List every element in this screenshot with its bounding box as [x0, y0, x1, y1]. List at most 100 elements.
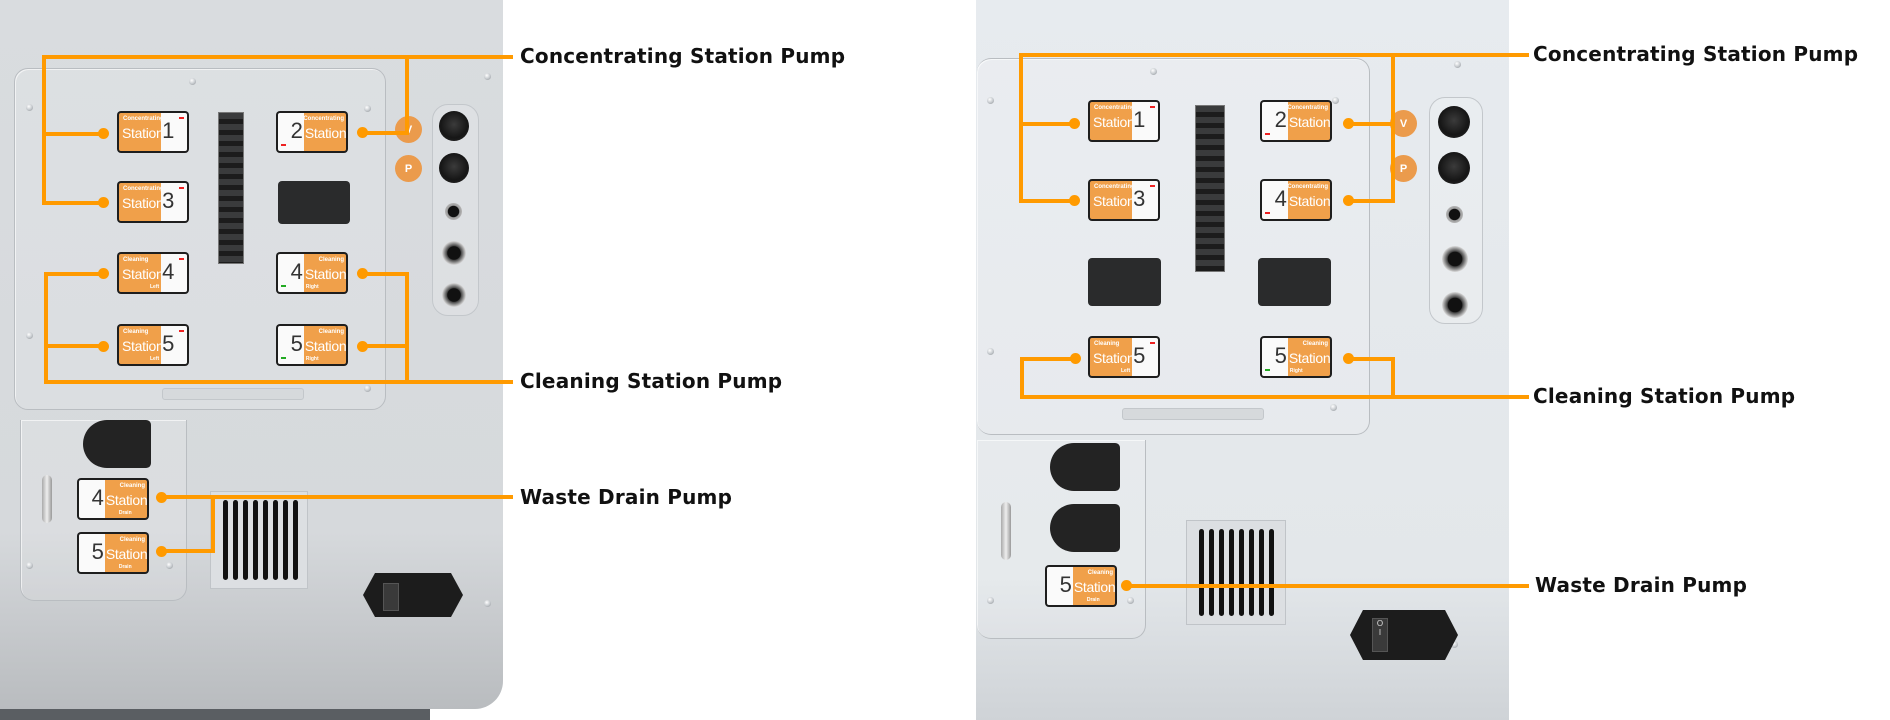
pump-number: 1 — [1133, 107, 1146, 132]
leader-line — [405, 55, 409, 135]
inlet-arrow-icon — [281, 357, 286, 359]
tubing-clamp — [1050, 504, 1120, 552]
leader-line — [44, 344, 104, 348]
pump-number: 2 — [1274, 107, 1287, 132]
pump-position-label: Drain — [118, 510, 132, 516]
leader-line — [42, 55, 46, 205]
tubing-clamp — [83, 420, 151, 468]
vent-slot — [283, 500, 288, 580]
sensor-port — [1446, 206, 1463, 223]
pump-station-label: Station — [1093, 114, 1135, 130]
screw — [26, 332, 33, 339]
pump-group-label: Cleaning — [123, 257, 149, 263]
leader-line — [160, 549, 215, 553]
pump-position-label: Drain — [118, 564, 132, 570]
pump-number: 4 — [91, 485, 104, 510]
vent-slot — [263, 500, 268, 580]
screw — [987, 348, 994, 355]
pump-label-white: 2 — [1262, 102, 1288, 140]
pump-number: 5 — [1059, 572, 1072, 597]
handle — [42, 475, 52, 523]
leader-node — [357, 341, 368, 352]
outlet-arrow-icon — [179, 187, 184, 189]
outlet-arrow-icon — [179, 330, 184, 332]
cable-port — [1442, 246, 1468, 272]
screw — [987, 97, 994, 104]
pump-group-label: Concentrating — [1287, 184, 1328, 190]
display-cover — [278, 181, 350, 224]
pump-position-label: Left — [149, 356, 160, 362]
pump-label-white: 4 — [1262, 181, 1288, 219]
vent-slot — [1259, 529, 1264, 616]
screw — [1332, 97, 1339, 104]
pump-group-label: Concentrating — [1094, 184, 1135, 190]
pump-station-label: Station — [1073, 579, 1115, 595]
connector-knob — [1438, 106, 1470, 138]
leader-node — [357, 127, 368, 138]
leader-line — [160, 495, 513, 499]
pump-label-white: 5 — [278, 326, 304, 364]
pump-group-label: Cleaning — [1087, 570, 1113, 576]
pump-group-label: Cleaning — [123, 329, 149, 335]
vent-slot — [293, 500, 298, 580]
screw — [364, 385, 371, 392]
pump-position-label: Right — [305, 284, 319, 290]
pump-position-label: Right — [305, 356, 319, 362]
leader-node — [1343, 195, 1354, 206]
inlet-arrow-icon — [1265, 369, 1270, 371]
connector-knob — [439, 111, 469, 141]
vent-slot — [223, 500, 228, 580]
leader-line — [1020, 357, 1024, 398]
pump-number: 5 — [1133, 343, 1146, 368]
leader-line — [1509, 53, 1529, 57]
vent-slot — [1269, 529, 1274, 616]
pump-label-white: 4 — [79, 480, 105, 518]
pump-group-label: Cleaning — [1094, 341, 1120, 347]
leader-node — [156, 492, 167, 503]
device-base — [0, 709, 430, 720]
callout-waste-drain-pump: Waste Drain Pump — [520, 485, 733, 509]
outlet-arrow-icon — [1150, 185, 1155, 187]
pump-station-label: Station — [122, 338, 164, 354]
leader-node — [1343, 118, 1354, 129]
pump-group-label: Concentrating — [1094, 105, 1135, 111]
cable-port — [442, 241, 466, 265]
vent-grill — [1186, 520, 1286, 625]
power-switch[interactable] — [383, 583, 399, 611]
vent-slot — [1209, 529, 1214, 616]
leader-node — [156, 546, 167, 557]
vent-slot — [273, 500, 278, 580]
pump-number: 1 — [162, 118, 175, 143]
pump-number: 5 — [91, 539, 104, 564]
pump-station-label: Station — [304, 266, 346, 282]
screw — [189, 78, 196, 85]
leader-line — [42, 132, 102, 136]
pump-number: 2 — [290, 118, 303, 143]
vent-slot — [243, 500, 248, 580]
vent-slot — [1199, 529, 1204, 616]
screw — [484, 73, 491, 80]
pump-number: 5 — [162, 331, 175, 356]
pump-label-white: 4 — [278, 254, 304, 292]
pump-station-label: Station — [122, 195, 164, 211]
leader-node — [98, 128, 109, 139]
leader-node — [1069, 118, 1080, 129]
pump-label-white: 4 — [161, 254, 187, 292]
